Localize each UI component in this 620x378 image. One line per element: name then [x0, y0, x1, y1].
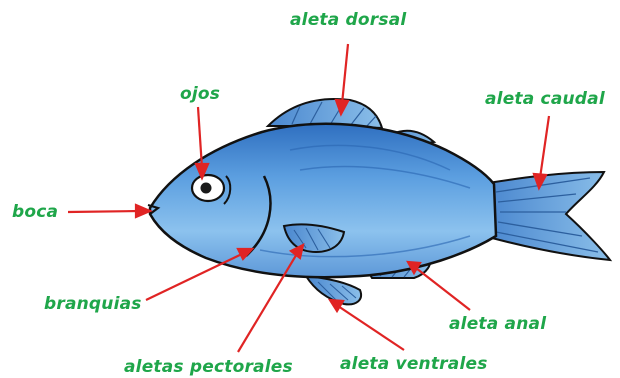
arrow-ojos: [196, 107, 208, 178]
label-aletas-pectorales: aletas pectorales: [124, 357, 293, 377]
label-aleta-dorsal: aleta dorsal: [290, 10, 406, 30]
label-aleta-ventrales: aleta ventrales: [340, 354, 488, 374]
label-boca: boca: [12, 202, 58, 222]
arrow-boca: [68, 205, 150, 217]
arrow-dorsal: [336, 44, 348, 114]
arrow-anal: [408, 262, 470, 310]
arrow-ventrales: [330, 300, 404, 350]
label-ojos: ojos: [180, 84, 220, 104]
label-aleta-anal: aleta anal: [449, 314, 546, 334]
label-aleta-caudal: aleta caudal: [485, 89, 605, 109]
arrow-branquias: [146, 249, 252, 300]
caudal-fin: [488, 172, 610, 260]
label-branquias: branquias: [44, 294, 142, 314]
